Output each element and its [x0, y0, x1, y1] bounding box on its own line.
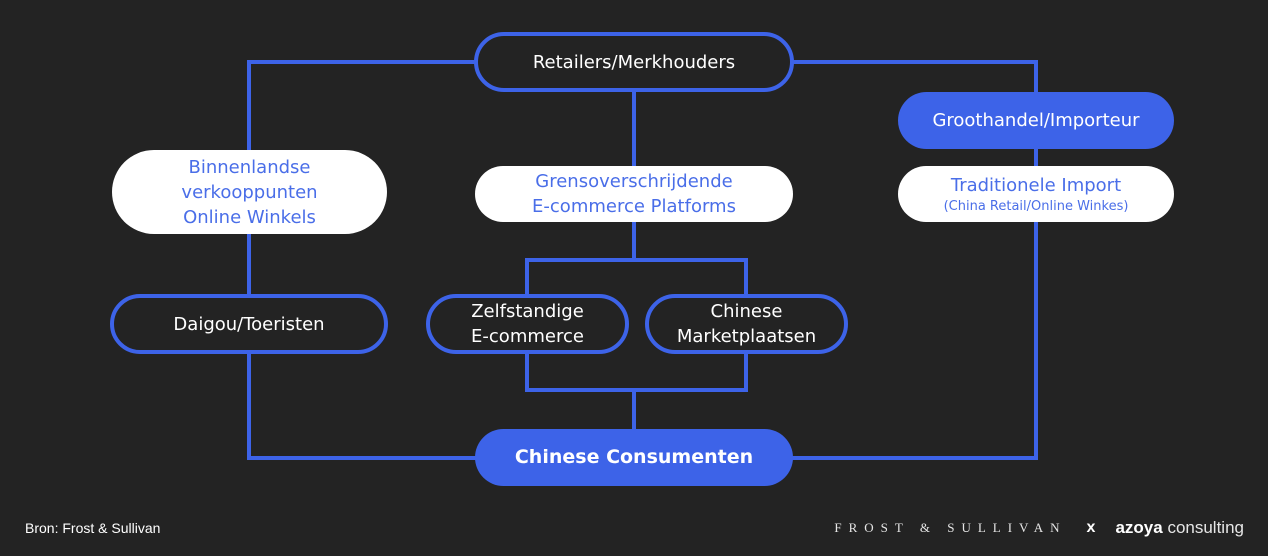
line-right — [792, 60, 1038, 460]
node-independent-line1: Zelfstandige — [471, 301, 584, 322]
node-domestic-line3: Online Winkels — [183, 206, 316, 228]
node-daigou: Daigou/Toeristen — [110, 294, 388, 354]
node-marketplaces-line2: Marketplaatsen — [676, 326, 817, 347]
azoya-logo-bold: azoya — [1115, 518, 1163, 537]
footer-logos: FROST & SULLIVAN x azoya consulting — [834, 518, 1244, 538]
node-daigou-label: Daigou/Toeristen — [173, 313, 325, 335]
azoya-logo-rest: consulting — [1167, 518, 1244, 537]
node-domestic-line1: Binnenlandse — [188, 156, 311, 178]
azoya-logo: azoya consulting — [1115, 518, 1244, 538]
node-retailers-label: Retailers/Merkhouders — [532, 51, 736, 73]
node-independent-ecommerce: Zelfstandige E-commerce — [426, 294, 629, 354]
node-wholesale: Groothandel/Importeur — [898, 92, 1174, 149]
bracket-top — [525, 258, 748, 298]
node-cross-border-line2: E-commerce Platforms — [532, 196, 736, 217]
node-retailers: Retailers/Merkhouders — [474, 32, 794, 92]
node-chinese-consumers: Chinese Consumenten — [475, 429, 793, 486]
node-cross-border-line1: Grensoverschrijdende — [535, 171, 733, 192]
node-domestic-line2: verkooppunten — [181, 181, 318, 203]
node-cross-border: Grensoverschrijdende E-commerce Platform… — [475, 166, 793, 222]
node-traditional-label: Traditionele Import — [950, 175, 1122, 196]
frost-sullivan-logo: FROST & SULLIVAN — [834, 520, 1067, 535]
node-chinese-marketplaces: Chinese Marketplaatsen — [645, 294, 848, 354]
node-wholesale-label: Groothandel/Importeur — [932, 110, 1140, 131]
node-independent-line2: E-commerce — [471, 326, 584, 347]
node-traditional-sub: (China Retail/Online Winkes) — [943, 199, 1129, 214]
node-traditional-import: Traditionele Import (China Retail/Online… — [898, 166, 1174, 222]
line-left — [247, 60, 476, 460]
node-consumers-label: Chinese Consumenten — [514, 446, 754, 468]
node-marketplaces-line1: Chinese — [710, 301, 783, 322]
node-domestic-outlets: Binnenlandse verkooppunten Online Winkel… — [112, 150, 387, 234]
logo-separator: x — [1086, 519, 1096, 536]
source-note: Bron: Frost & Sullivan — [25, 520, 161, 536]
bracket-bottom — [525, 350, 748, 392]
